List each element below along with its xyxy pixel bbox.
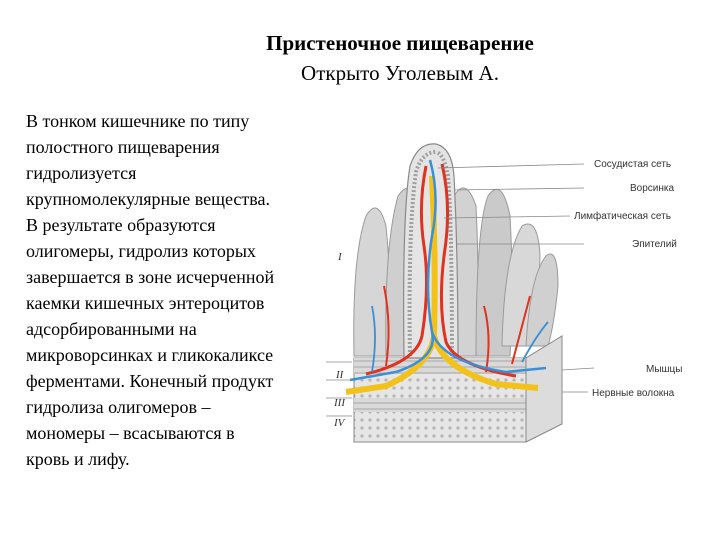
body-line: В результате образуются	[26, 215, 216, 235]
label-vascular-network: Сосудистая сеть	[594, 159, 671, 170]
slide-title: Пристеночное пищеварение	[266, 31, 534, 55]
leader-lines	[326, 163, 595, 417]
layer-mark-ii: II	[335, 369, 345, 381]
body-line: завершается в зоне исчерченной	[26, 267, 275, 287]
body-line: гидролизуется	[26, 163, 137, 183]
body-line: каемки кишечных энтероцитов	[26, 293, 265, 313]
layer-mark-iv: IV	[333, 417, 346, 429]
tissue-block	[353, 335, 563, 443]
body-paragraph: В тонком кишечнике по типу полостного пи…	[26, 108, 326, 472]
label-epithelium: Эпителий	[632, 239, 677, 250]
body-line: кровь и лифу.	[26, 449, 130, 469]
body-line: В тонком кишечнике по типу	[26, 111, 250, 131]
slide-subtitle: Открыто Уголевым А.	[301, 61, 499, 85]
body-line: мономеры – всасываются в	[26, 423, 235, 443]
body-line: адсорбированными на	[26, 319, 197, 339]
layer-mark-iii: III	[333, 397, 346, 409]
label-muscles: Мышцы	[646, 364, 682, 375]
body-line: микроворсинках и гликокаликсе	[26, 345, 274, 365]
body-line: полостного пищеварения	[26, 137, 220, 157]
label-villus: Ворсинка	[630, 183, 674, 194]
body-line: олигомеры, гидролиз которых	[26, 241, 256, 261]
label-lymphatic-network: Лимфатическая сеть	[574, 210, 671, 222]
layer-mark-i: I	[337, 251, 343, 263]
body-line: гидролиза олигомеров –	[26, 397, 211, 417]
venous-vessels	[349, 159, 549, 382]
label-nerve-fibers: Нервные волокна	[592, 388, 675, 399]
villus-diagram: Сосудистая сеть Ворсинка Лимфатическая с…	[326, 143, 682, 443]
body-line: ферментами. Конечный продукт	[26, 371, 274, 391]
villus-illustration: Сосудистая сеть Ворсинка Лимфатическая с…	[326, 136, 696, 446]
body-line: крупномолекулярные вещества.	[26, 189, 271, 209]
